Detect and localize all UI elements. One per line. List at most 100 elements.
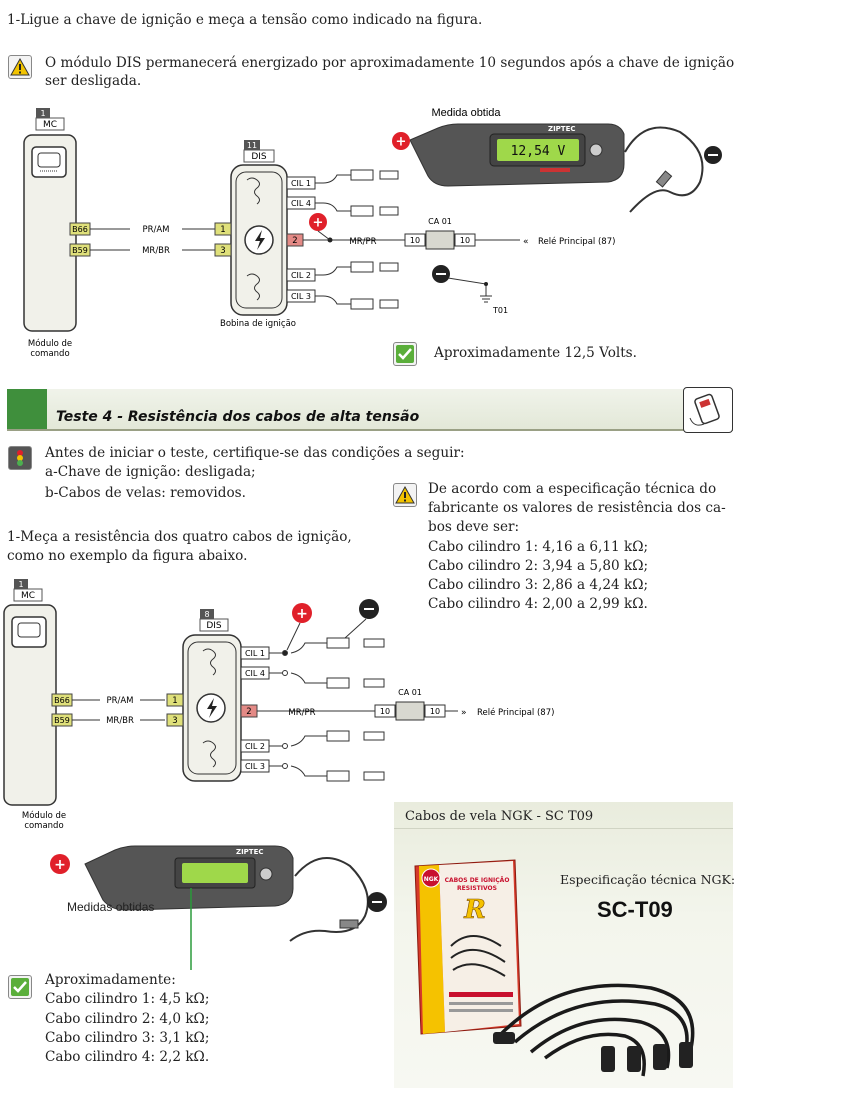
svg-text:CIL 2: CIL 2 bbox=[245, 742, 265, 751]
svg-text:»: » bbox=[461, 708, 467, 718]
probe-positive-2 bbox=[292, 603, 312, 623]
result-value-4: Cabo cilindro 4: 2,2 kΩ. bbox=[45, 1049, 210, 1065]
svg-text:R: R bbox=[463, 895, 486, 925]
svg-text:10: 10 bbox=[380, 707, 390, 716]
svg-text:CIL 4: CIL 4 bbox=[291, 199, 311, 208]
section-title: Teste 4 - Resistência dos cabos de alta … bbox=[56, 409, 420, 425]
step-line2: como no exemplo da figura abaixo. bbox=[7, 548, 248, 564]
svg-text:11: 11 bbox=[247, 141, 257, 150]
svg-text:10: 10 bbox=[410, 236, 420, 245]
ngk-spec-label: Especificação técnica NGK: bbox=[560, 872, 736, 887]
warning-icon-2 bbox=[393, 483, 417, 507]
svg-text:PR/AM: PR/AM bbox=[142, 225, 169, 235]
svg-text:PR/AM: PR/AM bbox=[106, 696, 133, 706]
svg-text:B59: B59 bbox=[72, 246, 88, 255]
spec-line2: fabricante os valores de resistência dos… bbox=[428, 500, 726, 516]
svg-text:CIL 3: CIL 3 bbox=[291, 292, 311, 301]
result-heading: Aproximadamente: bbox=[45, 972, 176, 988]
svg-text:+: + bbox=[313, 216, 324, 231]
mc-tag-number-box bbox=[36, 108, 50, 118]
pre-condition-line3: b-Cabos de velas: removidos. bbox=[45, 485, 246, 501]
svg-text:comando: comando bbox=[24, 821, 63, 831]
svg-text:CA 01: CA 01 bbox=[398, 688, 422, 697]
svg-text:+: + bbox=[296, 606, 308, 622]
svg-text:+: + bbox=[54, 857, 66, 873]
multimeter-icon bbox=[683, 387, 733, 433]
meter-lcd-2 bbox=[182, 863, 248, 883]
spec-value-3: Cabo cilindro 3: 2,86 a 4,24 kΩ; bbox=[428, 577, 649, 593]
step-line1: 1-Meça a resistência dos quatro cabos de… bbox=[7, 529, 352, 545]
svg-text:8: 8 bbox=[204, 610, 209, 619]
wiring-diagram-1: 1 MC B66 B59 PR/AM MR/BR Módulo de coman… bbox=[23, 107, 722, 359]
svg-text:CIL 1: CIL 1 bbox=[291, 179, 311, 188]
section-header-accent bbox=[7, 389, 47, 429]
svg-text:2: 2 bbox=[246, 707, 251, 717]
module-caption-line2: comando bbox=[30, 349, 69, 359]
spec-line1: De acordo com a especificação técnica do bbox=[428, 481, 717, 497]
svg-text:T01: T01 bbox=[492, 306, 508, 315]
spec-value-2: Cabo cilindro 2: 3,94 a 5,80 kΩ; bbox=[428, 558, 649, 574]
svg-text:3: 3 bbox=[172, 716, 177, 726]
section-header-bar bbox=[7, 389, 733, 431]
result-voltage: Aproximadamente 12,5 Volts. bbox=[434, 345, 637, 361]
multimeter-2: + ZIPTEC bbox=[50, 845, 387, 970]
svg-text:B66: B66 bbox=[54, 696, 70, 705]
svg-text:1: 1 bbox=[18, 580, 23, 589]
svg-text:ZIPTEC: ZIPTEC bbox=[548, 125, 576, 133]
svg-text:B59: B59 bbox=[54, 716, 70, 725]
ngk-product-image: NGK CABOS DE IGNIÇÃO RESISTIVOS R bbox=[414, 859, 695, 1077]
svg-text:NGK: NGK bbox=[424, 876, 439, 883]
svg-text:MR/PR: MR/PR bbox=[288, 708, 315, 718]
warning-icon bbox=[8, 55, 32, 79]
meter2-caption: Medidas obtidas bbox=[67, 900, 155, 914]
ngk-panel-title: Cabos de vela NGK - SC T09 bbox=[405, 809, 594, 824]
result-value-3: Cabo cilindro 3: 3,1 kΩ; bbox=[45, 1030, 210, 1046]
svg-text:2: 2 bbox=[292, 236, 297, 246]
mc-tag-label: MC bbox=[43, 120, 57, 130]
svg-text:«: « bbox=[523, 237, 529, 247]
svg-text:CIL 3: CIL 3 bbox=[245, 762, 265, 771]
svg-text:1: 1 bbox=[220, 225, 225, 235]
svg-text:CIL 4: CIL 4 bbox=[245, 669, 265, 678]
step1-instruction: 1-Ligue a chave de ignição e meça a tens… bbox=[7, 12, 483, 28]
result-value-1: Cabo cilindro 1: 4,5 kΩ; bbox=[45, 991, 210, 1007]
svg-text:DIS: DIS bbox=[206, 621, 222, 631]
svg-text:B66: B66 bbox=[72, 225, 88, 234]
svg-text:MR/BR: MR/BR bbox=[106, 716, 134, 726]
spec-value-4: Cabo cilindro 4: 2,00 a 2,99 kΩ. bbox=[428, 596, 648, 612]
svg-text:Medida obtida: Medida obtida bbox=[431, 107, 501, 119]
svg-text:Módulo de: Módulo de bbox=[22, 810, 66, 821]
pre-condition-line2: a-Chave de ignição: desligada; bbox=[45, 464, 256, 480]
traffic-light-icon bbox=[8, 446, 32, 470]
svg-text:Bobina de ignição: Bobina de ignição bbox=[220, 319, 296, 329]
mc-tag-box bbox=[35, 117, 65, 131]
svg-text:CA 01: CA 01 bbox=[428, 217, 452, 226]
svg-text:CABOS DE IGNIÇÃO: CABOS DE IGNIÇÃO bbox=[445, 877, 510, 884]
result-value-2: Cabo cilindro 2: 4,0 kΩ; bbox=[45, 1011, 210, 1027]
step1-warning: O módulo DIS permanecerá energizado por … bbox=[45, 55, 735, 89]
check-icon-2 bbox=[8, 975, 32, 999]
svg-text:MR/PR: MR/PR bbox=[349, 237, 376, 247]
svg-text:ZIPTEC: ZIPTEC bbox=[236, 848, 264, 856]
svg-text:1: 1 bbox=[172, 696, 177, 706]
svg-text:+: + bbox=[396, 135, 407, 150]
mc-tag-number: 1 bbox=[40, 109, 45, 118]
svg-text:MR/BR: MR/BR bbox=[142, 246, 170, 256]
svg-text:Relé Principal (87): Relé Principal (87) bbox=[538, 236, 615, 247]
wiring-diagram-2: 1 MC B66 B59 PR/AM MR/BR Módulo de coman… bbox=[3, 579, 554, 831]
probe-positive-meter-1 bbox=[392, 132, 410, 150]
svg-text:3: 3 bbox=[220, 246, 225, 256]
svg-text:DIS: DIS bbox=[251, 152, 267, 162]
svg-text:RESISTIVOS: RESISTIVOS bbox=[457, 885, 497, 892]
svg-text:CIL 2: CIL 2 bbox=[291, 271, 311, 280]
svg-text:MC: MC bbox=[21, 591, 35, 601]
spec-value-1: Cabo cilindro 1: 4,16 a 6,11 kΩ; bbox=[428, 539, 649, 555]
meter-reading: 12,54 V bbox=[511, 144, 566, 159]
svg-text:Relé Principal (87): Relé Principal (87) bbox=[477, 707, 554, 718]
svg-text:CIL 1: CIL 1 bbox=[245, 649, 265, 658]
probe-positive-1 bbox=[309, 213, 327, 231]
svg-text:10: 10 bbox=[460, 236, 470, 245]
pre-condition-line1: Antes de iniciar o teste, certifique-se … bbox=[45, 445, 465, 461]
ngk-spec-code: SC-T09 bbox=[597, 897, 673, 922]
check-icon bbox=[393, 342, 417, 366]
